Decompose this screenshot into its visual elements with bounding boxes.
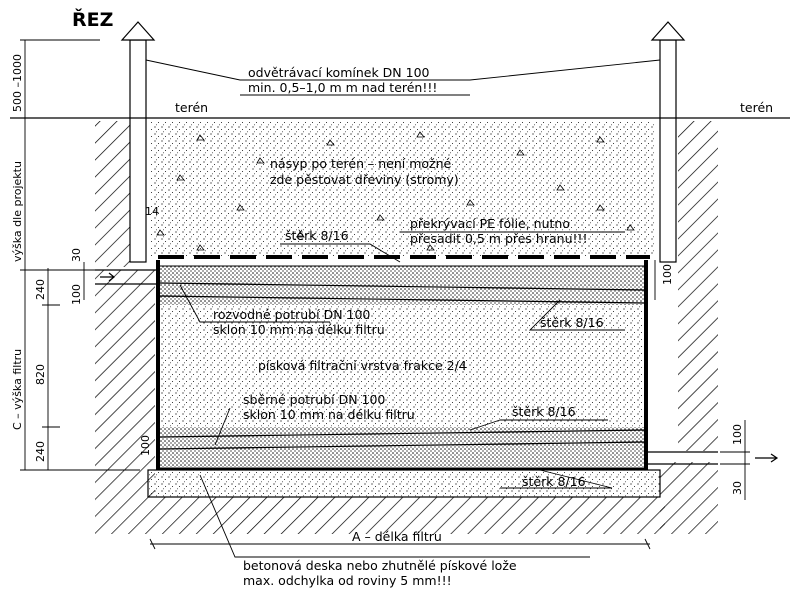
section-title: ŘEZ	[72, 8, 113, 31]
distribution-pipe-label-1: rozvodné potrubí DN 100	[213, 307, 370, 322]
base-label-1: betonová deska nebo zhutnělé pískové lož…	[243, 558, 517, 573]
backfill-layer	[150, 121, 655, 257]
vent-label-2: min. 0,5–1,0 m m nad terén!!!	[248, 80, 437, 95]
gravel-label-mid: štěrk 8/16	[540, 315, 604, 330]
gravel-layer-top	[160, 266, 645, 305]
collector-pipe-label-2: sklon 10 mm na délku filtru	[243, 407, 415, 422]
filter-walls	[156, 260, 648, 471]
backfill-label-1: násyp po terén – není možné	[270, 156, 452, 171]
terrain-label-left: terén	[175, 100, 208, 115]
backfill-label-2: zde pěstovat dřeviny (stromy)	[270, 172, 459, 187]
dim-100-right: 100	[731, 424, 744, 445]
terrain-label-right: terén	[740, 100, 773, 115]
dim-100-right-top: 100	[661, 264, 674, 285]
pe-foil-label-1: překrývací PE fólie, nutno	[410, 216, 570, 231]
dim-100-left: 100	[70, 284, 83, 305]
length-dimension-label: A – délka filtru	[352, 529, 442, 544]
sand-layer-label: písková filtrační vrstva frakce 2/4	[258, 358, 467, 373]
dim-depth-project: výška dle projektu	[11, 161, 24, 262]
dim-30-right: 30	[731, 481, 744, 495]
concrete-base	[147, 469, 661, 498]
gravel-label-top: štěrk 8/16	[285, 228, 349, 243]
vent-label-1: odvětrávací komínek DN 100	[248, 65, 430, 80]
gravel-label-bottom: štěrk 8/16	[522, 474, 586, 489]
base-label-2: max. odchylka od roviny 5 mm!!!	[243, 573, 452, 588]
dim-14: 14	[145, 205, 159, 218]
gravel-label-low: štěrk 8/16	[512, 404, 576, 419]
pipes	[95, 269, 779, 465]
vent-chimney-left	[120, 21, 156, 263]
backfill-triangles	[156, 131, 635, 251]
dim-240-bottom: 240	[34, 441, 47, 462]
soil-hatching	[95, 121, 718, 534]
distribution-pipe-label-2: sklon 10 mm na délku filtru	[213, 322, 385, 337]
dim-500-1000: 500 –1000	[11, 54, 24, 112]
dim-100-lower: 100	[139, 435, 152, 456]
sand-filter-layer	[160, 305, 645, 427]
dim-filter-height: C – výška filtru	[11, 349, 24, 430]
dim-240-top: 240	[34, 279, 47, 300]
vent-chimney-right	[650, 21, 686, 263]
dimension-lines	[20, 39, 750, 500]
dim-820: 820	[34, 364, 47, 385]
dim-30-top: 30	[70, 248, 83, 262]
pe-foil-label-2: přesadit 0,5 m přes hranu!!!	[410, 231, 588, 246]
leader-lines	[145, 59, 661, 558]
collector-pipe-label-1: sběrné potrubí DN 100	[243, 392, 385, 407]
